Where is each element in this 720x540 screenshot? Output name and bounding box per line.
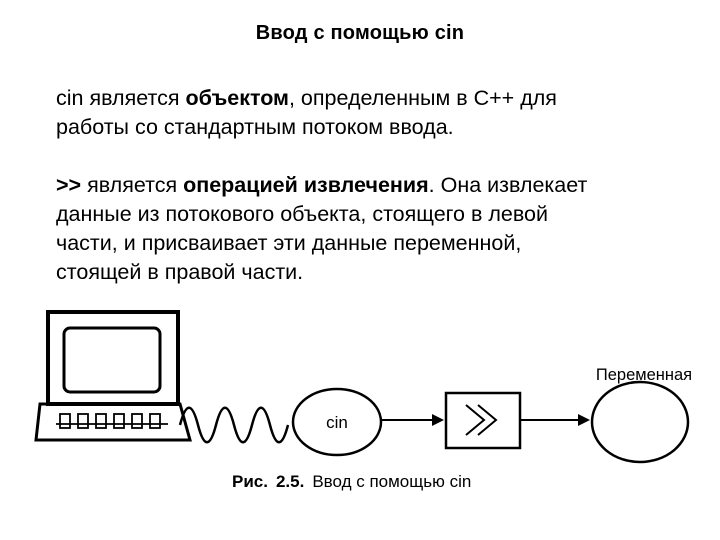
double-chevron-icon [465, 404, 498, 436]
paragraph-cin-object: cin является объектом, определенным в C+… [56, 84, 696, 142]
figure-caption: Рис. 2.5. Ввод с помощью cin [232, 472, 471, 491]
slide-title: Ввод с помощью cin [255, 22, 465, 44]
paragraph-line: стоящей в правой части. [56, 260, 304, 284]
keyboard [34, 402, 192, 442]
paragraph-line: части, и присваивает эти данные переменн… [56, 231, 522, 255]
text-span: является [81, 173, 184, 197]
bold-term-object: объектом [185, 86, 289, 110]
text-span: является [83, 86, 186, 110]
paragraph-line: работы со стандартным потоком ввода. [56, 115, 454, 139]
monitor-screen [62, 326, 162, 394]
paragraph-extraction-operator: >> является операцией извлечения. Она из… [56, 171, 696, 287]
caption-prefix: Рис. [232, 472, 268, 491]
arrow-head-icon [578, 414, 590, 426]
paragraph-line: >> является операцией извлечения. Она из… [56, 171, 696, 200]
bold-term-extraction: операцией извлечения [183, 173, 429, 197]
cin-keyword: cin [56, 86, 84, 110]
variable-ellipse [590, 380, 690, 464]
paragraph-line: cin является объектом, определенным в C+… [56, 84, 696, 113]
cin-label: cin [326, 413, 348, 432]
keyboard-keys [56, 413, 168, 429]
text-span: . Она извлекает [428, 173, 588, 197]
caption-number: 2.5. [276, 472, 304, 491]
paragraph-line: данные из потокового объекта, стоящего в… [56, 202, 549, 226]
arrow-head-icon [432, 414, 444, 426]
computer-icon [34, 310, 192, 442]
caption-text: Ввод с помощью cin [312, 472, 471, 491]
cin-stream-ellipse [291, 387, 383, 457]
operator-symbol: >> [56, 173, 82, 197]
text-span: , определенным в C++ для [288, 86, 557, 110]
variable-label: Переменная [596, 366, 692, 384]
input-wave [178, 406, 290, 444]
